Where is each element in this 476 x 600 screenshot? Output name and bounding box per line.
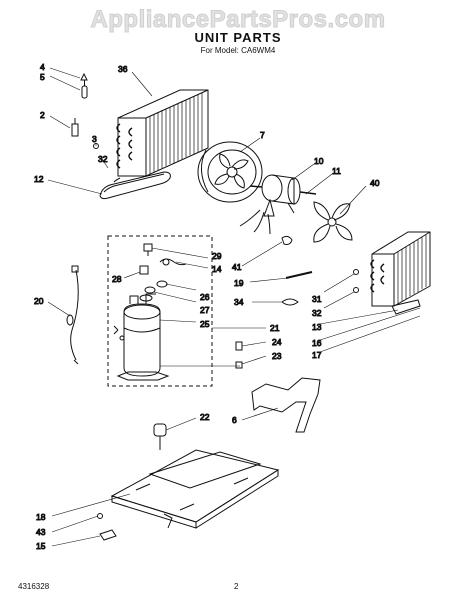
callout-18: 18 xyxy=(36,512,46,522)
callout-27: 27 xyxy=(200,305,210,315)
callout-6: 6 xyxy=(232,415,237,425)
leader-lines xyxy=(47,67,421,547)
page-number: 2 xyxy=(234,582,239,591)
air-deflector xyxy=(391,299,421,315)
overload-protector xyxy=(159,258,187,266)
motor-mount-clip xyxy=(281,235,293,245)
callout-10: 10 xyxy=(314,156,324,166)
callout-36: 36 xyxy=(118,64,128,74)
document-code: 4316328 xyxy=(18,582,50,591)
callout-22: 22 xyxy=(200,412,210,422)
strainer xyxy=(71,118,79,137)
callout-26: 26 xyxy=(200,292,210,302)
fan-shroud xyxy=(197,141,263,203)
callout-40: 40 xyxy=(370,178,380,188)
grommet xyxy=(144,280,168,294)
callout-3: 3 xyxy=(92,134,97,144)
callout-25: 25 xyxy=(200,319,210,329)
capacitor-bracket xyxy=(281,298,299,306)
service-valve xyxy=(80,72,88,99)
callout-labels: 4 5 2 3 32 36 12 7 10 11 40 41 29 14 28 … xyxy=(34,62,381,552)
drain-tube xyxy=(251,377,321,433)
compressor-gasket xyxy=(139,294,153,302)
callout-17: 17 xyxy=(312,350,322,360)
callout-4: 4 xyxy=(40,62,45,72)
base-pan xyxy=(110,449,280,529)
callout-29: 29 xyxy=(212,251,222,261)
callout-21: 21 xyxy=(270,323,280,333)
watermark-logo: AppliancePartsPros.com xyxy=(90,6,386,34)
callout-7: 7 xyxy=(260,130,265,140)
coil-screw xyxy=(353,269,359,293)
callout-20: 20 xyxy=(34,296,44,306)
callout-19: 19 xyxy=(234,278,244,288)
callout-16: 16 xyxy=(312,338,322,348)
compressor xyxy=(113,293,170,381)
terminal-block xyxy=(139,265,149,275)
mounting-bolt xyxy=(235,341,243,351)
callout-14: 14 xyxy=(212,264,222,274)
base-screw xyxy=(97,513,103,519)
mounting-nut xyxy=(235,361,243,369)
callout-2: 2 xyxy=(40,110,45,120)
callout-12: 12 xyxy=(34,174,44,184)
compressor-assembly-box xyxy=(107,235,213,387)
fan-blade xyxy=(313,201,353,243)
callout-43: 43 xyxy=(36,527,46,537)
callout-32: 32 xyxy=(98,154,108,164)
drain-clip xyxy=(99,529,117,541)
condenser-coil xyxy=(116,89,209,177)
callout-11: 11 xyxy=(332,166,341,176)
callout-23: 23 xyxy=(272,351,282,361)
diagram-title: UNIT PARTS xyxy=(194,30,282,45)
callout-32-right: 32 xyxy=(312,308,322,318)
callout-13: 13 xyxy=(312,322,322,332)
evaporator-coil xyxy=(370,231,431,307)
drain-pan-strap xyxy=(99,171,171,200)
callout-34: 34 xyxy=(234,297,244,307)
callout-41: 41 xyxy=(232,262,242,272)
callout-15: 15 xyxy=(36,541,46,551)
terminal-cover xyxy=(143,243,153,256)
power-cord xyxy=(66,265,79,365)
vibration-isolator xyxy=(153,423,167,450)
capacitor-strap xyxy=(285,271,313,279)
callout-28: 28 xyxy=(112,274,122,284)
fan-motor xyxy=(239,174,317,235)
callout-5: 5 xyxy=(40,72,45,82)
callout-31: 31 xyxy=(312,294,322,304)
callout-24: 24 xyxy=(272,337,282,347)
model-subtitle: For Model: CA6WM4 xyxy=(200,46,276,55)
